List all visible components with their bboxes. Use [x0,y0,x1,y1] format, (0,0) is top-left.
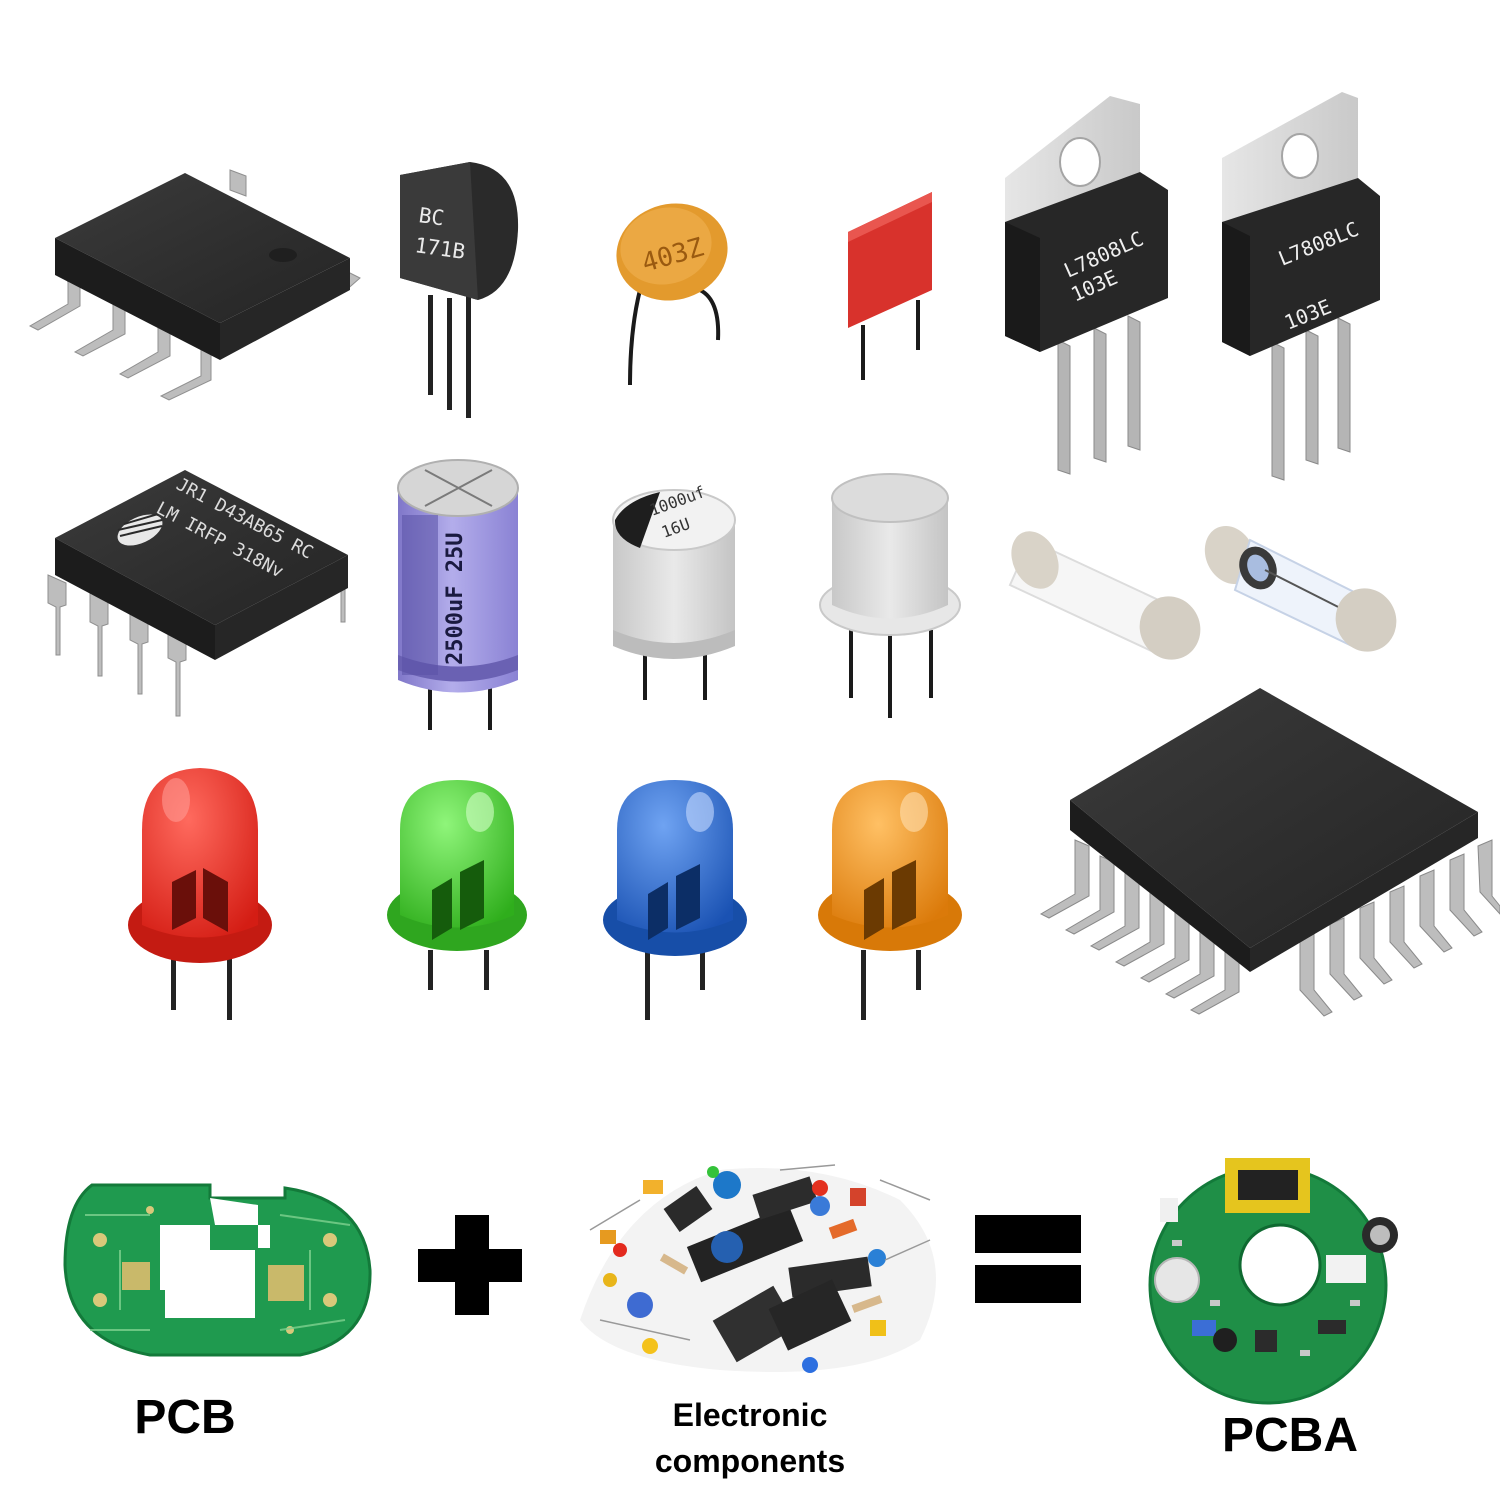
glass-fuse [1204,525,1397,652]
electronic-components-label-line2: components [654,1443,846,1479]
electronic-components-label-line1: Electronic [672,1397,828,1433]
qfp-chip [1039,688,1500,1017]
ceramic-fuse [1008,531,1201,660]
component-pile-image [580,1164,936,1373]
pcb-image [63,1183,372,1357]
led-red [128,768,272,1020]
to220-regulator-b: L7808LC 103E [1222,92,1380,481]
led-green [387,780,527,990]
electrolytic-capacitor-small: 1000uf 16U [612,482,736,700]
led-blue [603,780,747,1020]
dip-chip: JR1 D43AB65 RC LM IRFP 318Nv [47,470,348,717]
to92-transistor: BC 171B [400,162,519,418]
led-orange [818,780,962,1020]
ceramic-capacitor: 403Z [616,203,728,386]
electrolytic-large-marking: 2500uF 25U [443,533,468,665]
pcba-label: PCBA [1221,1409,1358,1462]
metal-can-component [819,473,961,718]
dip-logo [117,513,163,546]
soic-chip [28,169,361,401]
film-capacitor [848,192,932,380]
electronic-components-label: Electronic components [590,1392,910,1484]
electrolytic-capacitor-large: 2500uF 25U [397,459,519,730]
equals-icon [975,1215,1081,1303]
plus-icon [418,1215,522,1315]
to220-regulator-a: L7808LC 103E [1005,96,1168,475]
pcb-label: PCB [134,1391,236,1444]
transistor-marking-1: BC [417,203,445,230]
pcba-image [1148,1158,1398,1405]
